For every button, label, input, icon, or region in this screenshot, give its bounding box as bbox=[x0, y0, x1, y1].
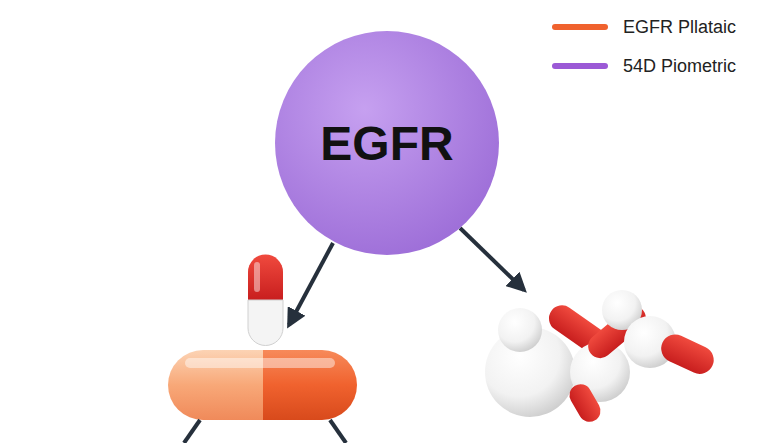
molecule-model bbox=[485, 290, 718, 426]
small-capsule bbox=[248, 255, 283, 346]
legend-line-sample bbox=[552, 15, 608, 39]
legend-label: EGFR Pllataic bbox=[623, 17, 736, 38]
arrow bbox=[289, 243, 333, 325]
arrow bbox=[460, 228, 524, 290]
node-label: EGFR bbox=[320, 116, 453, 171]
legend-label: 54D Piometric bbox=[623, 56, 736, 77]
circle-node: EGFR bbox=[274, 30, 500, 256]
legend-line-sample bbox=[552, 54, 608, 78]
large-capsule bbox=[168, 350, 357, 443]
legend-entry: 54D Piometric bbox=[552, 54, 736, 78]
legend-entry: EGFR Pllataic bbox=[552, 15, 736, 39]
